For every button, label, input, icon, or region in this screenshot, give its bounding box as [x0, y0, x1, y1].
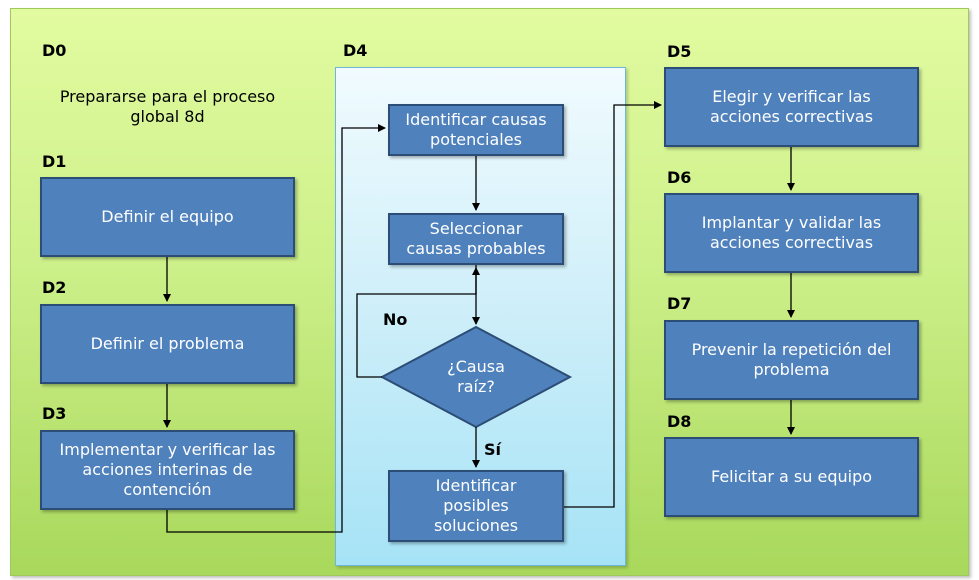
step-d3-box: Implementar y verificar las acciones int…: [40, 430, 295, 510]
step-d2-box: Definir el problema: [40, 304, 295, 384]
step-d4-identify-box: Identificar causas potenciales: [388, 104, 564, 156]
step-d8-box: Felicitar a su equipo: [664, 437, 919, 517]
step-d6-box: Implantar y validar las acciones correct…: [664, 193, 919, 273]
branch-yes-label: Sí: [484, 440, 502, 459]
step-d5-box: Elegir y verificar las acciones correcti…: [664, 67, 919, 147]
label-d0: D0: [42, 41, 67, 60]
branch-no-label: No: [383, 310, 408, 329]
label-d7: D7: [667, 294, 692, 313]
step-d1-box: Definir el equipo: [40, 177, 295, 257]
step-d4-solutions-box: Identificar posibles soluciones: [388, 470, 564, 542]
step-d4-select-box: Seleccionar causas probables: [388, 213, 564, 265]
d0-description: Prepararse para el proceso global 8d: [59, 87, 276, 126]
label-d6: D6: [667, 168, 692, 187]
decision-text: ¿Causa raíz?: [447, 357, 505, 396]
label-d3: D3: [42, 404, 67, 423]
label-d2: D2: [42, 278, 67, 297]
label-d8: D8: [667, 412, 692, 431]
arrow-d4-d5: [564, 101, 662, 508]
arrow-no-loop: [356, 267, 480, 378]
label-d5: D5: [667, 42, 692, 61]
step-d7-box: Prevenir la repetición del problema: [664, 320, 919, 400]
arrow-d3-d4: [166, 124, 386, 533]
label-d4: D4: [343, 41, 368, 60]
label-d1: D1: [42, 152, 67, 171]
